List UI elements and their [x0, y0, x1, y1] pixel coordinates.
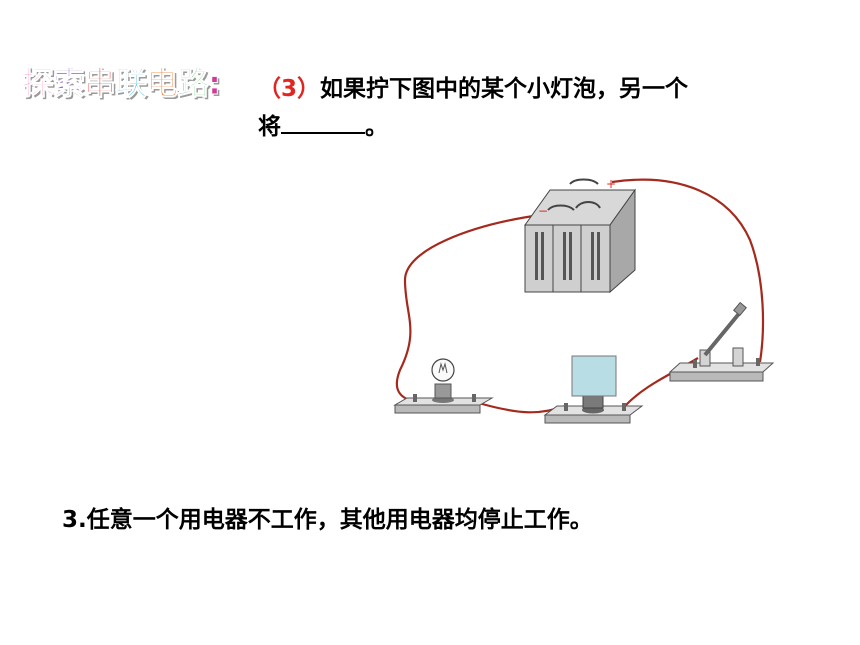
title-char: 路 [177, 64, 210, 103]
battery-minus-label: − [538, 204, 548, 218]
answer-blank[interactable] [281, 110, 365, 134]
knife-switch [668, 301, 775, 382]
question-line2-prefix: 将 [258, 114, 281, 140]
bulb-lamp-1 [393, 358, 494, 414]
question-line1: 如果拧下图中的某个小灯泡，另一个 [320, 76, 689, 102]
bulb-lamp-2 [543, 355, 644, 424]
title-char: 串 [84, 64, 117, 103]
circuit-diagram: + − [393, 177, 775, 424]
wire-battery-to-switch [611, 178, 765, 363]
wire-battery-to-bulb [395, 213, 541, 404]
question-line2-suffix: 。 [365, 114, 388, 140]
conclusion-point: 3.任意一个用电器不工作，其他用电器均停止工作。 [62, 500, 593, 534]
point-number: 3. [62, 507, 87, 533]
title-char: 联 [115, 64, 148, 103]
title-char: 探 [21, 64, 54, 103]
battery-plus-label: + [606, 177, 616, 191]
point-text: 任意一个用电器不工作，其他用电器均停止工作。 [86, 507, 593, 533]
battery-pack: + − [524, 177, 636, 294]
title-char: 索 [53, 64, 86, 103]
title-char: 电 [146, 64, 179, 103]
title-char: : [208, 64, 222, 103]
question-number: （3） [258, 76, 321, 102]
title-art: 探索串联电路: [21, 58, 222, 104]
question-text: （3）如果拧下图中的某个小灯泡，另一个 将 。 [258, 70, 818, 146]
